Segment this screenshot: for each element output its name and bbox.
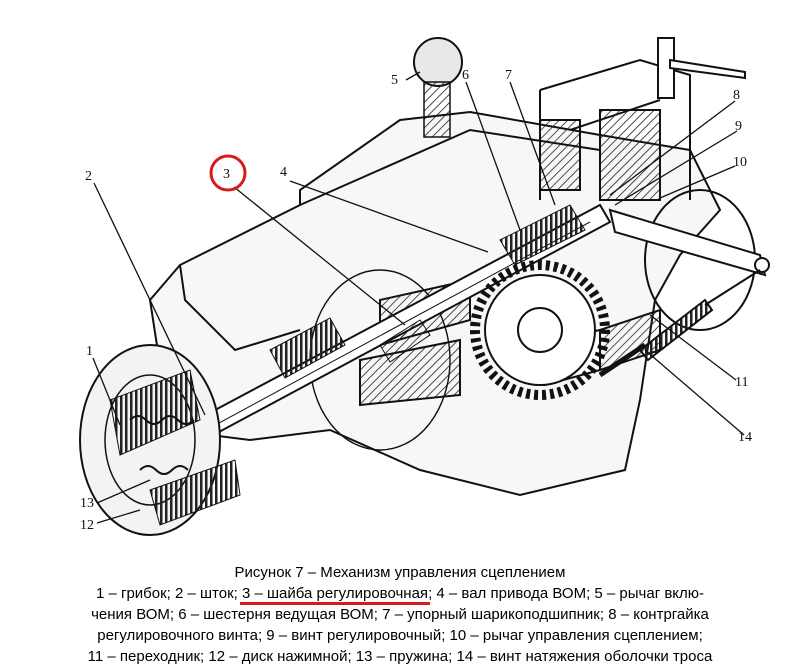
label-3: 3 (223, 167, 230, 182)
label-11: 11 (735, 375, 748, 390)
gearbox-housing (148, 58, 756, 497)
caption-highlight: 3 – шайба регулировочная (242, 585, 429, 602)
caption-line-1-b: ; 4 – вал привода ВОМ; 5 – рычаг вклю- (428, 585, 705, 602)
highlight-circle (209, 154, 247, 192)
caption-line-1: 1 – грибок; 2 – шток; 3 – шайба регулиро… (0, 583, 800, 604)
label-5: 5 (391, 73, 398, 88)
label-12: 12 (80, 518, 94, 533)
figure-caption: Рисунок 7 – Механизм управления сцеплени… (0, 562, 800, 667)
label-9: 9 (735, 119, 742, 134)
label-10: 10 (733, 155, 747, 170)
pto-lever-knob (413, 37, 463, 138)
pto-drive-gear (470, 260, 610, 400)
caption-line-3: регулировочного винта; 9 – винт регулиро… (97, 627, 703, 644)
label-8: 8 (733, 88, 740, 103)
label-13: 13 (80, 496, 94, 511)
caption-line-4: 11 – переходник; 12 – диск нажимной; 13 … (87, 648, 713, 665)
label-4: 4 (280, 165, 287, 180)
caption-line-1-a: 1 – грибок; 2 – шток; (95, 585, 242, 602)
label-6: 6 (462, 68, 469, 83)
label-7: 7 (505, 68, 512, 83)
label-14: 14 (738, 430, 752, 445)
clutch-mechanism-drawing: 1 2 3 4 5 6 7 8 9 10 11 12 13 14 (79, 37, 770, 536)
pto-shaft (138, 203, 612, 470)
clutch-control-lever (598, 208, 770, 378)
label-2: 2 (85, 169, 92, 184)
clutch-pressure-disc (79, 344, 241, 536)
caption-title: Рисунок 7 – Механизм управления сцеплени… (234, 564, 566, 581)
caption-line-2: чения ВОМ; 6 – шестерня ведущая ВОМ; 7 –… (91, 606, 709, 623)
leader-lines (92, 71, 745, 524)
label-1: 1 (86, 344, 93, 359)
part-labels: 1 2 3 4 5 6 7 8 9 10 11 12 13 14 (80, 68, 752, 533)
control-rod (657, 37, 746, 99)
